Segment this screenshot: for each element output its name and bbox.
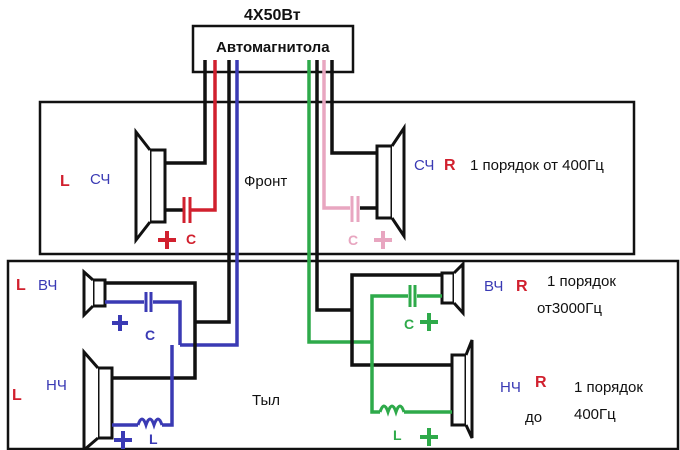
rear-left-lf-wires xyxy=(112,322,197,449)
rear-right-lf-speaker-icon xyxy=(450,339,474,439)
black-signal-wire xyxy=(195,60,231,324)
head-unit-label: Автомагнитола xyxy=(216,39,330,56)
head-unit-box xyxy=(191,24,355,74)
rear-left-lf-coil-label: L xyxy=(149,431,158,447)
front-left-cap-label: C xyxy=(186,231,197,247)
front-right-cap-label: C xyxy=(348,232,359,248)
rear-left-lf-speaker-icon xyxy=(82,348,114,450)
front-zone-box xyxy=(38,100,636,256)
front-right-channel-label: R xyxy=(444,157,456,174)
rear-left-lf-type-label: НЧ xyxy=(46,377,67,394)
rear-right-lf-channel-label: R xyxy=(535,374,547,391)
power-label: 4X50Вт xyxy=(244,7,301,24)
rear-right-hf-plus-text: + xyxy=(424,312,425,313)
front-left-wires xyxy=(158,60,217,249)
rear-right-hf-type-label: ВЧ xyxy=(484,278,504,295)
rear-left-hf-channel-label: L xyxy=(16,277,26,294)
rear-left-hf-speaker-icon xyxy=(82,268,107,319)
front-right-type-label: СЧ xyxy=(414,157,435,174)
front-right-speaker-icon xyxy=(375,123,406,241)
rear-zone-box xyxy=(6,259,680,450)
rear-left-hf-cap-label: C xyxy=(145,327,156,343)
rear-right-hf-filter-line1: 1 порядок xyxy=(547,273,616,290)
rear-left-hf-wires xyxy=(105,281,197,345)
rear-right-lf-plus-text: + xyxy=(424,430,425,431)
rear-right-hf-channel-label: R xyxy=(516,278,528,295)
front-left-plus-text: + xyxy=(154,225,155,226)
front-title: Фронт xyxy=(244,173,288,190)
rear-right-lf-filter-line2: 400Гц xyxy=(574,406,616,423)
blue-signal-wire xyxy=(180,60,239,347)
front-right-plus-text: + xyxy=(380,228,381,229)
rear-right-lf-wires xyxy=(350,342,452,446)
rear-left-hf-type-label: ВЧ xyxy=(38,277,58,294)
rear-right-lf-pre-label: до xyxy=(525,409,543,426)
front-left-type-label: СЧ xyxy=(90,171,111,188)
rear-right-lf-coil-label: L xyxy=(393,427,402,443)
rear-title: Тыл xyxy=(252,392,281,409)
black-signal-wire-right xyxy=(315,60,352,312)
rear-left-lf-plus-text: + xyxy=(118,430,119,431)
front-left-channel-label: L xyxy=(60,173,70,190)
rear-left-hf-plus-text: + xyxy=(116,310,117,311)
front-right-wires xyxy=(322,60,392,249)
rear-right-lf-type-label: НЧ xyxy=(500,379,521,396)
rear-right-lf-filter-line1: 1 порядок xyxy=(574,379,643,396)
rear-right-hf-filter-line2: от3000Гц xyxy=(537,300,602,317)
front-right-filter-label: 1 порядок от 400Гц xyxy=(470,157,604,174)
rear-right-hf-wires xyxy=(350,273,442,342)
front-left-speaker-icon xyxy=(134,127,167,245)
rear-left-lf-channel-label: L xyxy=(12,387,22,404)
rear-right-hf-cap-label: C xyxy=(404,316,415,332)
rear-right-hf-speaker-icon xyxy=(440,260,465,317)
